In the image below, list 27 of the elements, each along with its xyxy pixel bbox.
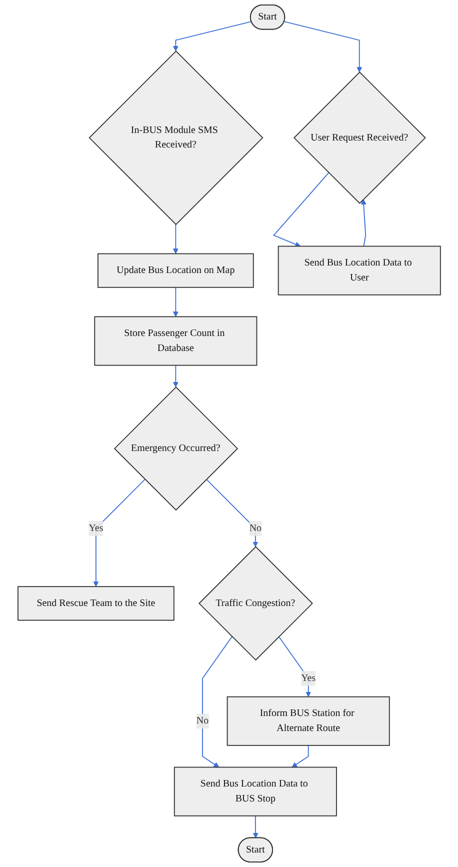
node-box: Send Rescue Team to the Site (17, 586, 174, 621)
edge-label: No (196, 716, 208, 726)
node-box: Send Bus Location Data to User (278, 246, 441, 296)
arrow (252, 815, 258, 838)
arrow (93, 478, 146, 587)
edge-label: No (249, 522, 262, 534)
node-diamond: User Request Received? (293, 72, 426, 204)
node-diamond: In-BUS Module SMS Received? (88, 50, 264, 226)
edge-label: Yes (88, 522, 103, 534)
node-box: Inform BUS Station for Alternate Route (226, 696, 390, 746)
arrow (272, 172, 329, 247)
arrow (172, 21, 252, 52)
node-box: Store Passenger Count in Database (94, 316, 257, 366)
arrow (360, 199, 366, 247)
arrow (172, 224, 178, 254)
node-box: Send Bus Location Data to BUS Stop (174, 766, 337, 816)
node-diamond: Emergency Occurred? (114, 386, 238, 511)
arrow (292, 744, 309, 768)
edge-label: Yes (300, 672, 316, 684)
node-box: Update Bus Location on Map (97, 253, 254, 288)
arrow (172, 286, 178, 317)
arrow (278, 636, 311, 698)
node-diamond: Traffic Congestion? (198, 546, 313, 661)
arrow (206, 478, 258, 548)
arrow (172, 364, 178, 388)
arrow (202, 636, 232, 768)
arrow (284, 21, 362, 72)
